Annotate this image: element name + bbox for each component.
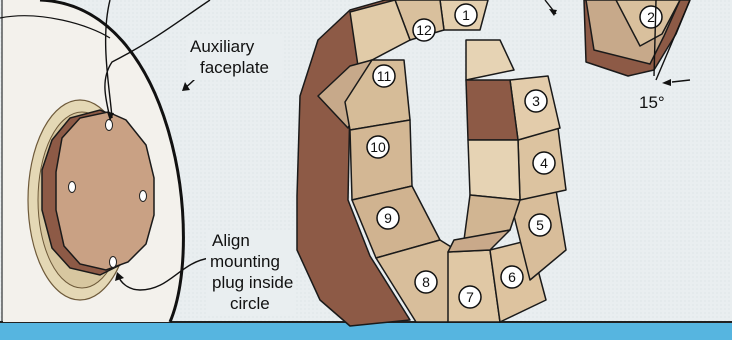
svg-text:9: 9 (384, 210, 392, 226)
svg-text:12: 12 (416, 22, 432, 38)
svg-text:5: 5 (536, 217, 544, 233)
align-label: Align mounting plug inside circle (206, 230, 294, 316)
screw-hole (69, 182, 76, 193)
svg-text:1: 1 (462, 7, 470, 23)
faceplate-label-line-2: faceplate (200, 58, 269, 77)
svg-text:2: 2 (647, 9, 655, 25)
svg-text:6: 6 (508, 269, 516, 285)
svg-text:11: 11 (377, 68, 392, 84)
mounting-plug (42, 110, 154, 275)
segment-number: 8 (415, 271, 437, 293)
align-label-line-4: circle (230, 294, 270, 313)
segment-number: 3 (525, 90, 547, 112)
angle-label: 15° (639, 93, 665, 112)
segment-number: 7 (459, 286, 481, 308)
faceplate-label: Auxiliary faceplate (188, 36, 284, 80)
align-label-line-3: plug inside (212, 273, 293, 292)
align-label-line-1: Align (212, 231, 250, 250)
svg-text:4: 4 (540, 155, 548, 171)
screw-hole (106, 120, 113, 131)
screw-hole (110, 257, 117, 268)
faceplate-label-line-1: Auxiliary (190, 37, 255, 56)
segment-number: 6 (501, 266, 523, 288)
segment-number: 11 (373, 65, 395, 87)
svg-text:10: 10 (370, 139, 386, 155)
segment-number: 5 (529, 214, 551, 236)
screw-hole (140, 191, 147, 202)
segment-number: 9 (377, 207, 399, 229)
svg-text:3: 3 (532, 93, 540, 109)
svg-text:7: 7 (466, 289, 474, 305)
segment-number: 4 (533, 152, 555, 174)
segment-number: 1 (455, 4, 477, 26)
segment-number: 12 (413, 19, 435, 41)
segment-number: 2 (640, 6, 662, 28)
segment-number: 10 (367, 136, 389, 158)
align-label-line-2: mounting (210, 252, 280, 271)
svg-text:8: 8 (422, 274, 430, 290)
